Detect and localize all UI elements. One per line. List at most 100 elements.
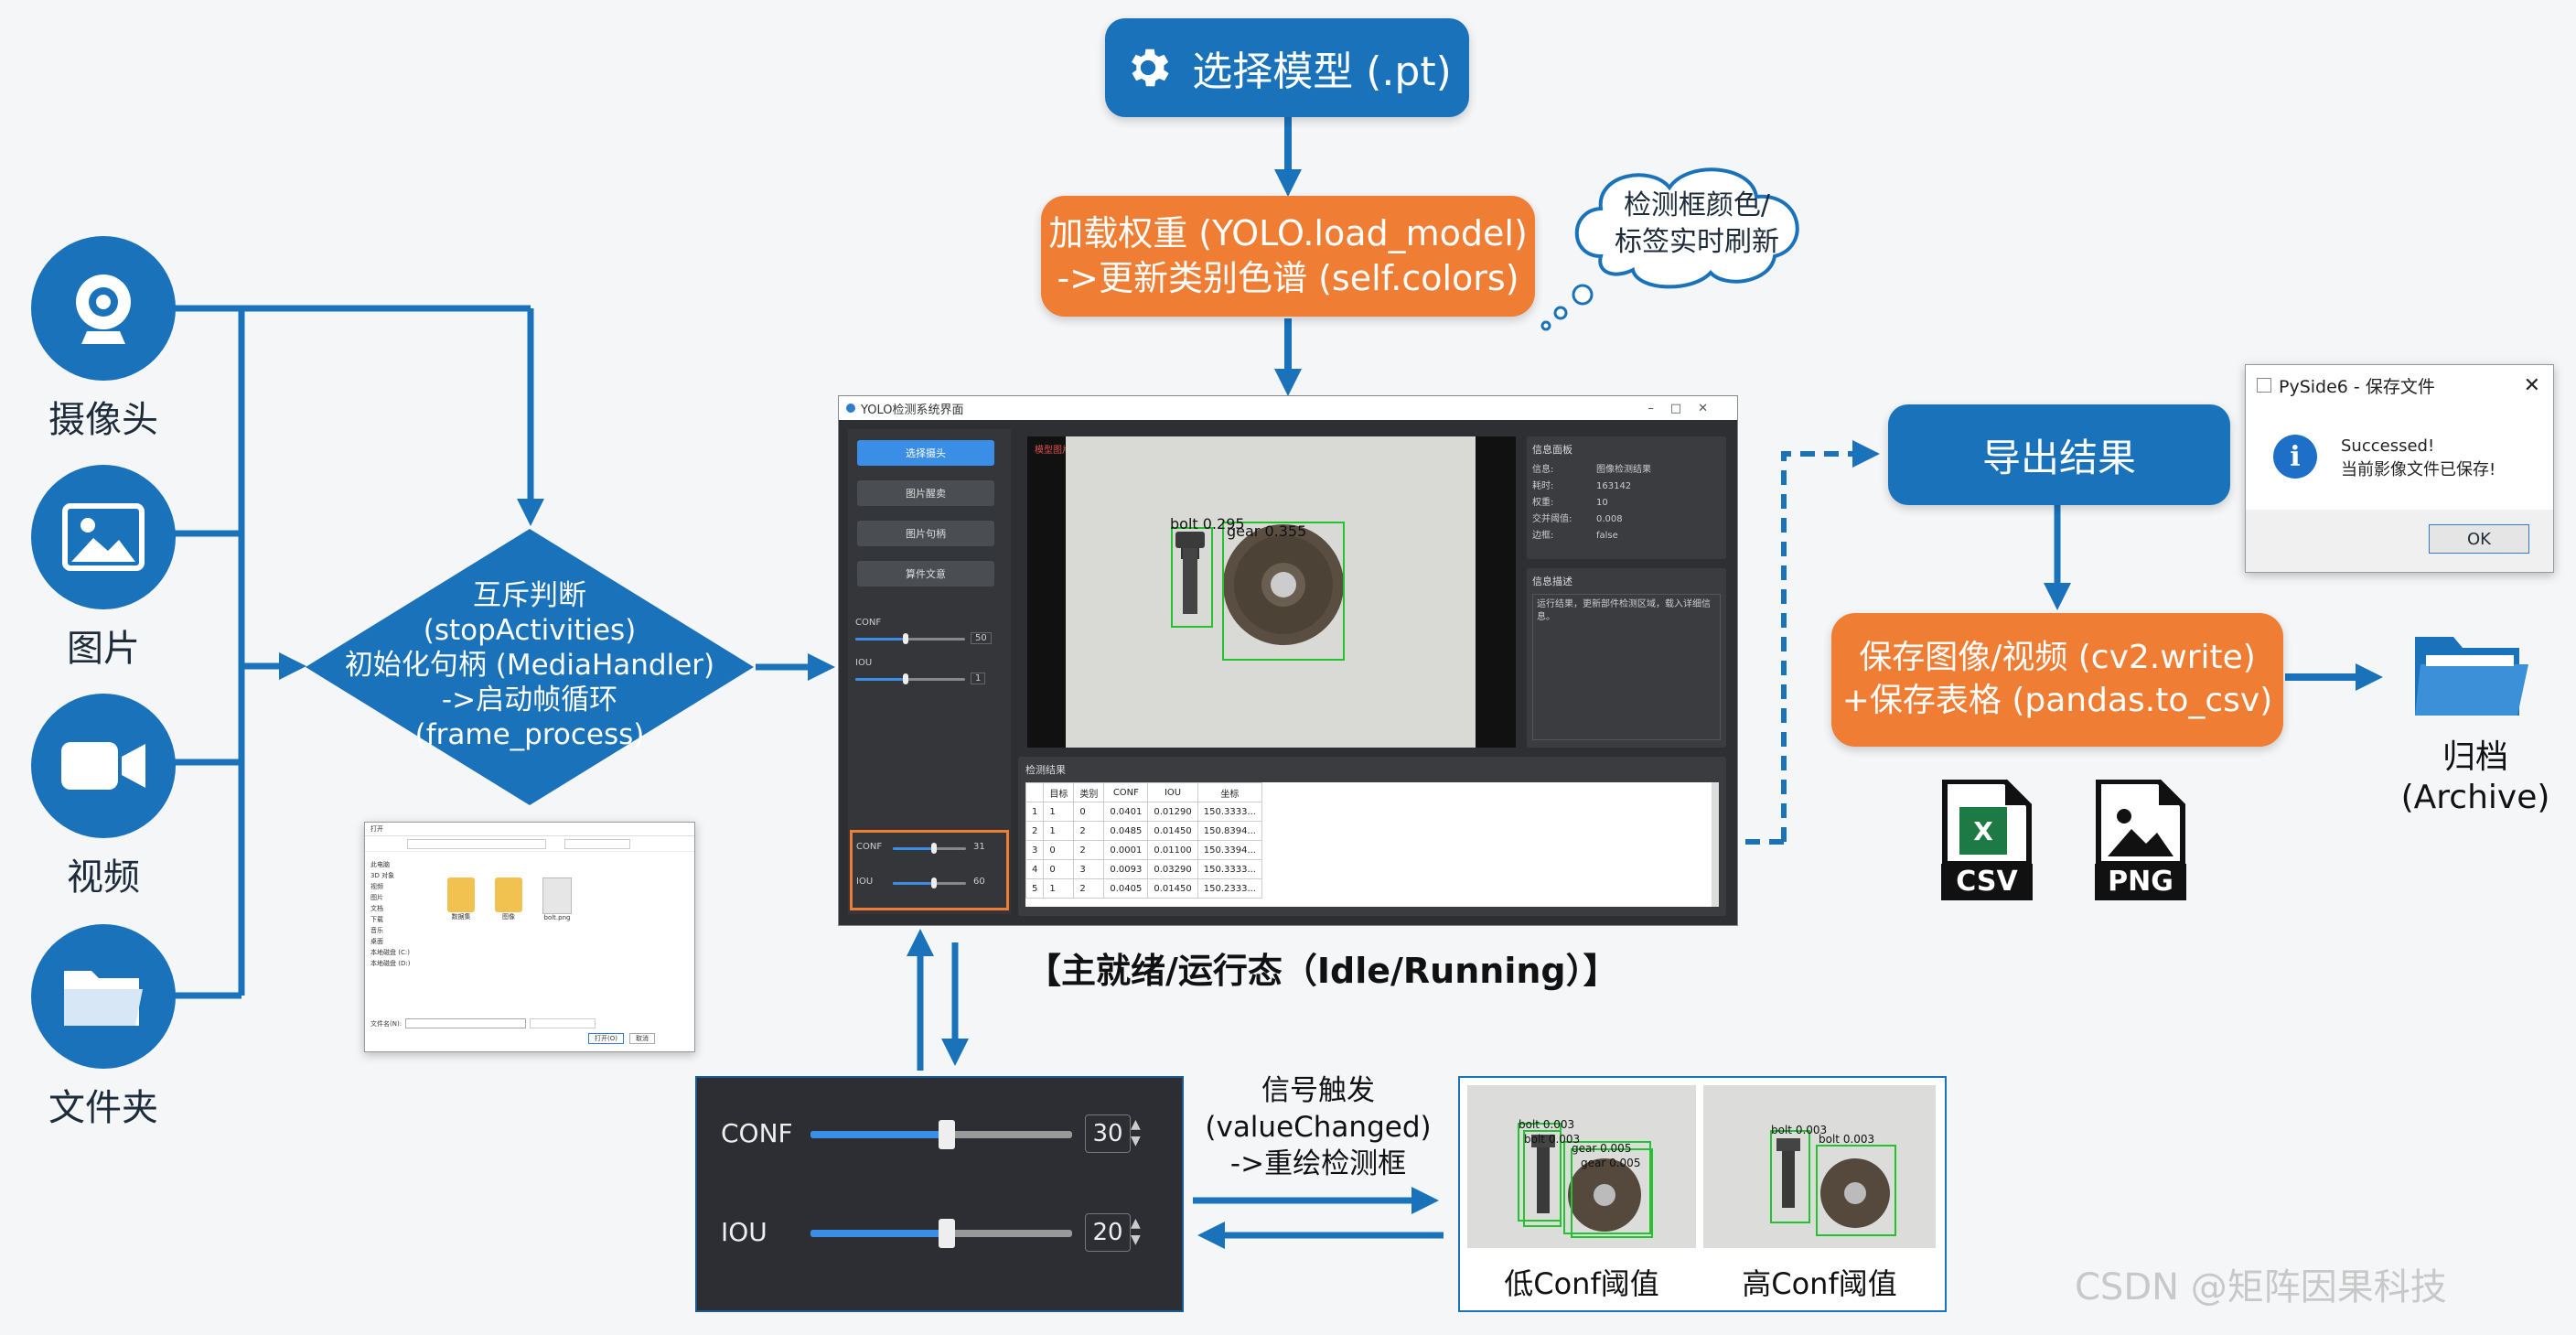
- table-cell: 150.3333...: [1197, 802, 1263, 822]
- table-cell: 0.0093: [1103, 859, 1149, 879]
- conf-spinbox-arrows[interactable]: ▲▼: [1131, 1117, 1141, 1148]
- low-tag: bolt 0.003: [1519, 1118, 1575, 1131]
- filetype-select[interactable]: [530, 1018, 596, 1028]
- table-header[interactable]: 类别: [1073, 782, 1105, 802]
- file-dialog-title: 打开: [365, 823, 694, 836]
- iou-slider-bottom[interactable]: [893, 877, 966, 888]
- table-cell: 0.03290: [1147, 859, 1198, 879]
- table-cell: 150.2333...: [1197, 878, 1263, 899]
- table-header[interactable]: 坐标: [1197, 782, 1263, 802]
- table-cell: 2: [1073, 840, 1105, 860]
- video-icon: [31, 694, 176, 838]
- side-button-camera[interactable]: 选择摄头: [857, 440, 994, 466]
- file-dialog-sidebar-item[interactable]: 3D 对象: [370, 872, 395, 879]
- file-dialog-sidebar-item[interactable]: 图片: [370, 894, 383, 901]
- thought-cloud: [1574, 167, 1799, 289]
- load-weights-line2: ->更新类别色谱 (self.colors): [1057, 258, 1519, 298]
- table-cell: 0.0001: [1103, 840, 1149, 860]
- load-weights-box: 加载权重 (YOLO.load_model) ->更新类别色谱 (self.co…: [1041, 196, 1535, 317]
- table-cell: 0.01450: [1147, 878, 1198, 899]
- iou-slider[interactable]: [810, 1219, 1072, 1248]
- table-cell: 150.3394...: [1197, 840, 1263, 860]
- source-folder[interactable]: 文件夹: [31, 924, 176, 1129]
- iou-spinbox-arrows[interactable]: ▲▼: [1131, 1216, 1141, 1247]
- det-label-gear: gear 0.355: [1227, 522, 1307, 540]
- table-cell: 1: [1025, 802, 1045, 822]
- detection-image: bolt 0.295 gear 0.355: [1066, 436, 1476, 748]
- file-dialog-sidebar-item[interactable]: 视频: [370, 883, 383, 890]
- source-video[interactable]: 视频: [31, 694, 176, 899]
- close-icon[interactable]: ✕: [2523, 373, 2540, 397]
- table-header[interactable]: IOU: [1147, 782, 1198, 802]
- file-dialog-sidebar-item[interactable]: 本地磁盘 (C:): [370, 949, 410, 956]
- info-value: 163142: [1596, 481, 1632, 491]
- file-item[interactable]: 数据集: [447, 877, 475, 921]
- table-cell: 1: [1043, 878, 1075, 899]
- info-value: 10: [1596, 498, 1608, 508]
- table-cell: 1: [1043, 821, 1075, 841]
- conf-slider-bottom[interactable]: [893, 843, 966, 854]
- conf-slider-top[interactable]: [855, 633, 965, 644]
- file-item[interactable]: bolt.png: [542, 877, 572, 921]
- save-box-line2: +保存表格 (pandas.to_csv): [1841, 682, 2273, 719]
- ok-button[interactable]: OK: [2429, 524, 2529, 554]
- select-model-button[interactable]: 选择模型 (.pt): [1105, 18, 1469, 117]
- file-dialog-sidebar-item[interactable]: 此电脑: [370, 861, 390, 868]
- iou-spinbox-top[interactable]: 1: [971, 673, 986, 684]
- main-window-titlebar: YOLO检测系统界面 –□✕: [839, 396, 1737, 420]
- file-dialog-sidebar-item[interactable]: 音乐: [370, 927, 383, 934]
- file-dialog-path[interactable]: [407, 838, 546, 849]
- cancel-button[interactable]: 取消: [628, 1033, 655, 1044]
- iou-spinbox[interactable]: 20: [1085, 1213, 1131, 1252]
- side-button-folder[interactable]: 算件文意: [857, 561, 994, 587]
- file-dialog-sidebar-item[interactable]: 本地磁盘 (D:): [370, 960, 411, 967]
- info-value: 0.008: [1596, 514, 1623, 524]
- main-app-window: YOLO检测系统界面 –□✕ 选择摄头 图片醒卖 图片句柄 算件文意 CONF …: [838, 395, 1738, 926]
- window-controls[interactable]: –□✕: [1648, 401, 1724, 415]
- table-cell: 150.3333...: [1197, 859, 1263, 879]
- conf-spinbox-top[interactable]: 50: [971, 632, 992, 644]
- filename-input[interactable]: [405, 1018, 527, 1028]
- dialog-app-icon: [2257, 378, 2271, 393]
- svg-text:X: X: [1973, 816, 1993, 846]
- cloud-line2: 标签实时刷新: [1615, 226, 1779, 258]
- source-webcam[interactable]: 摄像头: [31, 236, 176, 441]
- file-item-label: bolt.png: [543, 914, 571, 921]
- select-model-label: 选择模型 (.pt): [1192, 48, 1452, 95]
- table-header[interactable]: [1025, 782, 1045, 802]
- file-dialog-sidebar-item[interactable]: 下载: [370, 916, 383, 923]
- file-dialog-sidebar-item[interactable]: 桌面: [370, 938, 383, 945]
- iou-spinbox-bottom[interactable]: 60: [973, 877, 985, 887]
- export-results-button[interactable]: 导出结果: [1888, 404, 2230, 505]
- file-dialog-sidebar-item[interactable]: 文档: [370, 905, 383, 912]
- diamond-line3: 初始化句柄 (MediaHandler): [344, 649, 715, 682]
- info-row: 交并阈值:0.008: [1532, 511, 1721, 528]
- low-tag: gear 0.005: [1581, 1157, 1641, 1169]
- table-header[interactable]: CONF: [1103, 782, 1149, 802]
- info-panel-title: 信息面板: [1532, 444, 1572, 456]
- source-image[interactable]: 图片: [31, 465, 176, 670]
- side-button-image[interactable]: 图片醒卖: [857, 480, 994, 506]
- app-icon: [846, 404, 855, 413]
- dashed-export-connector: [1781, 451, 1862, 842]
- table-cell: 0: [1073, 802, 1105, 822]
- diamond-text: 互斥判断 (stopActivities) 初始化句柄 (MediaHandle…: [340, 578, 719, 752]
- conf-slider[interactable]: [810, 1120, 1072, 1149]
- iou-slider-top[interactable]: [855, 673, 965, 684]
- conf-spinbox-bottom[interactable]: 31: [973, 842, 985, 852]
- file-item[interactable]: 图像: [495, 877, 522, 921]
- csv-file-icon: X CSV: [1941, 779, 2033, 900]
- results-scrollbar[interactable]: [1712, 782, 1719, 907]
- side-button-video[interactable]: 图片句柄: [857, 521, 994, 546]
- info-row: 信息:图像检测结果: [1532, 462, 1721, 479]
- table-header[interactable]: 目标: [1043, 782, 1075, 802]
- open-button[interactable]: 打开(O): [588, 1033, 624, 1044]
- archive-folder-icon: [2411, 631, 2532, 727]
- conf-spinbox[interactable]: 30: [1085, 1114, 1131, 1153]
- file-dialog-search[interactable]: [564, 838, 630, 849]
